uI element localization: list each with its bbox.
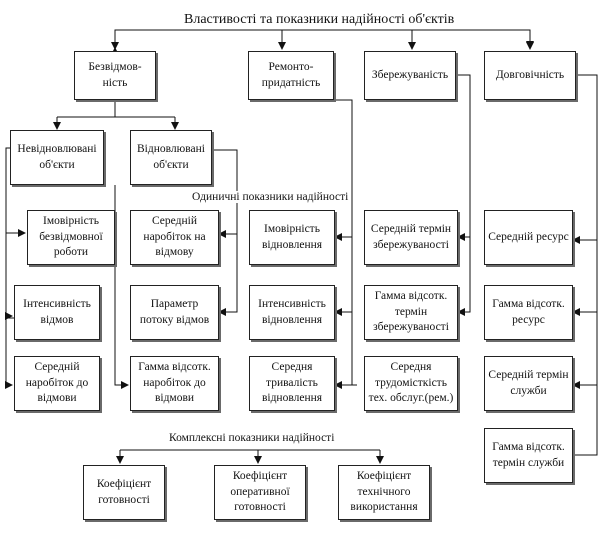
indicator-gamma-preservation-term: Гамма відсотк. термін збережуваності bbox=[364, 285, 458, 340]
complex-technical-utilization: Коефіцієнт технічного використання bbox=[338, 465, 430, 520]
indicator-mean-time-before-failure: Середній наробіток до відмови bbox=[14, 356, 100, 411]
complex-operational-availability: Коефіцієнт оперативної готовності bbox=[214, 465, 306, 520]
indicator-reliability-probability: Імовірність безвідмовної роботи bbox=[27, 210, 115, 265]
complex-availability: Коефіцієнт готовності bbox=[83, 465, 165, 520]
indicator-mean-resource: Середній ресурс bbox=[484, 210, 573, 265]
indicator-mean-preservation-term: Середній термін збережуваності bbox=[364, 210, 458, 265]
indicator-gamma-service-term: Гамма відсотк. термін служби bbox=[484, 428, 573, 483]
indicator-recovery-intensity: Інтенсивність відновлення bbox=[249, 285, 335, 340]
indicator-mean-maintenance-labor: Середня трудомісткість тех. обслуг.(рем.… bbox=[364, 356, 458, 411]
complex-indicators-label: Комплексні показники надійності bbox=[167, 432, 337, 444]
indicator-gamma-time-to-failure: Гамма відсотк. наробіток до відмови bbox=[130, 356, 219, 411]
indicator-mean-time-to-failure: Середній наробіток на відмову bbox=[130, 210, 219, 265]
nonrepairable-objects: Невідновлювані об'єкти bbox=[10, 130, 104, 185]
indicator-gamma-resource: Гамма відсотк. ресурс bbox=[484, 285, 573, 340]
diagram-title: Властивості та показники надійності об'є… bbox=[184, 12, 455, 27]
property-preservability: Збережуваність bbox=[364, 51, 456, 100]
property-reliability: Безвідмов- ність bbox=[74, 51, 156, 100]
indicator-recovery-probability: Імовірність відновлення bbox=[249, 210, 335, 265]
indicator-failure-intensity: Інтенсивність відмов bbox=[14, 285, 100, 340]
property-durability: Довговічність bbox=[484, 51, 576, 100]
property-repairability: Ремонто- придатність bbox=[248, 51, 334, 100]
indicator-mean-service-term: Середній термін служби bbox=[484, 356, 573, 411]
repairable-objects: Відновлювані об'єкти bbox=[130, 130, 212, 185]
indicator-failure-flow-parameter: Параметр потоку відмов bbox=[130, 285, 219, 340]
single-indicators-label: Одиничні показники надійності bbox=[190, 191, 351, 203]
indicator-mean-recovery-time: Середня тривалість відновлення bbox=[249, 356, 335, 411]
